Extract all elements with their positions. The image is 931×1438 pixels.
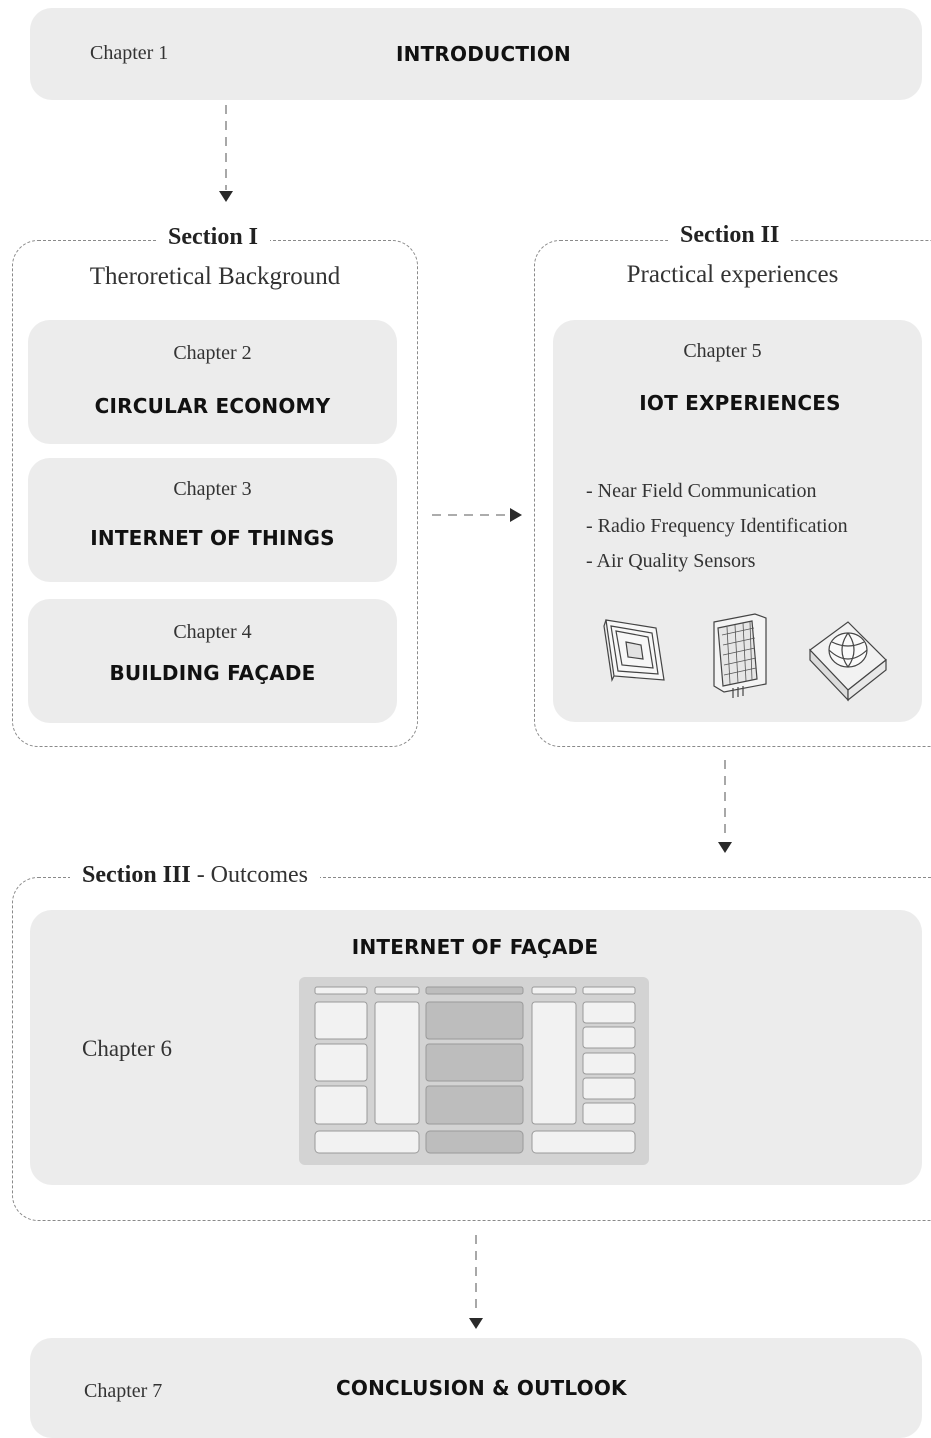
arrow-head-sec3-ch7 [469, 1318, 483, 1329]
chapter-4-box [28, 599, 397, 723]
section-3-label: Section III [82, 862, 191, 888]
chapter-7-title: CONCLUSION & OUTLOOK [336, 1376, 627, 1400]
chapter-6-label: Chapter 6 [82, 1036, 173, 1061]
arrow-head-sec1-sec2 [510, 508, 522, 522]
chapter-1-box [30, 8, 922, 100]
chapter-2-label: Chapter 2 [173, 342, 252, 364]
iot-item-nfc: - Near Field Communication [586, 480, 817, 502]
arrow-head-sec2-sec3 [718, 842, 732, 853]
chapter-2-title: CIRCULAR ECONOMY [94, 394, 331, 418]
chapter-3-box [28, 458, 397, 582]
arrow-head-intro-sec1 [219, 191, 233, 202]
chapter-1-label: Chapter 1 [90, 42, 169, 64]
chapter-1-title: INTRODUCTION [396, 42, 571, 66]
chapter-5-label: Chapter 5 [683, 340, 762, 362]
chapter-3-label: Chapter 3 [173, 478, 252, 500]
chapter-3-title: INTERNET OF THINGS [90, 526, 335, 550]
chapter-7-label: Chapter 7 [84, 1380, 163, 1402]
iot-item-rfid: - Radio Frequency Identification [586, 515, 848, 537]
section-3-frame [12, 877, 931, 1221]
section-2-label: Section II [668, 222, 792, 249]
section-3-label-suffix: - Outcomes [190, 862, 308, 888]
iot-item-air-quality: - Air Quality Sensors [586, 550, 756, 572]
section-2-subtitle: Practical experiences [626, 261, 839, 288]
chapter-2-box [28, 320, 397, 444]
chapter-4-label: Chapter 4 [173, 621, 252, 643]
chapter-4-title: BUILDING FAÇADE [109, 661, 316, 685]
section-1-subtitle: Theroretical Background [89, 263, 341, 290]
chapter-7-box [30, 1338, 922, 1438]
section-3-heading: Section III - Outcomes [70, 862, 320, 889]
chapter-6-title: INTERNET OF FAÇADE [351, 935, 599, 959]
chapter-5-title: IOT EXPERIENCES [639, 391, 841, 415]
section-1-label: Section I [156, 224, 270, 251]
